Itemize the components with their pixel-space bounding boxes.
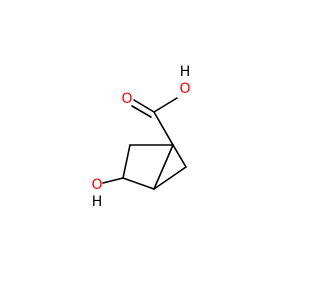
bond-c6-c5: [153, 166, 187, 190]
hydroxyl-oxygen-label: O: [91, 177, 102, 193]
bond-c1-c5-bridge: [153, 144, 174, 190]
bond-c1-c6: [172, 144, 187, 168]
bond-c3-hydroxyl: [102, 177, 124, 184]
acid-hydrogen-label: H: [180, 64, 191, 80]
carbonyl-oxygen-label: O: [121, 91, 132, 107]
hydroxyl-hydrogen-label: H: [92, 194, 103, 210]
structure-diagram: O O H O H: [91, 64, 191, 210]
acid-oxygen-label: O: [179, 81, 190, 97]
bond-c3-c5: [122, 177, 155, 190]
bond-c1-carboxyl-carbon: [153, 111, 174, 146]
bond-carbonyl-double-a: [133, 99, 155, 113]
bond-c2-c3: [122, 144, 131, 179]
bond-carbonyl-double-b: [131, 105, 152, 118]
bond-carboxyl-oh: [153, 97, 178, 113]
